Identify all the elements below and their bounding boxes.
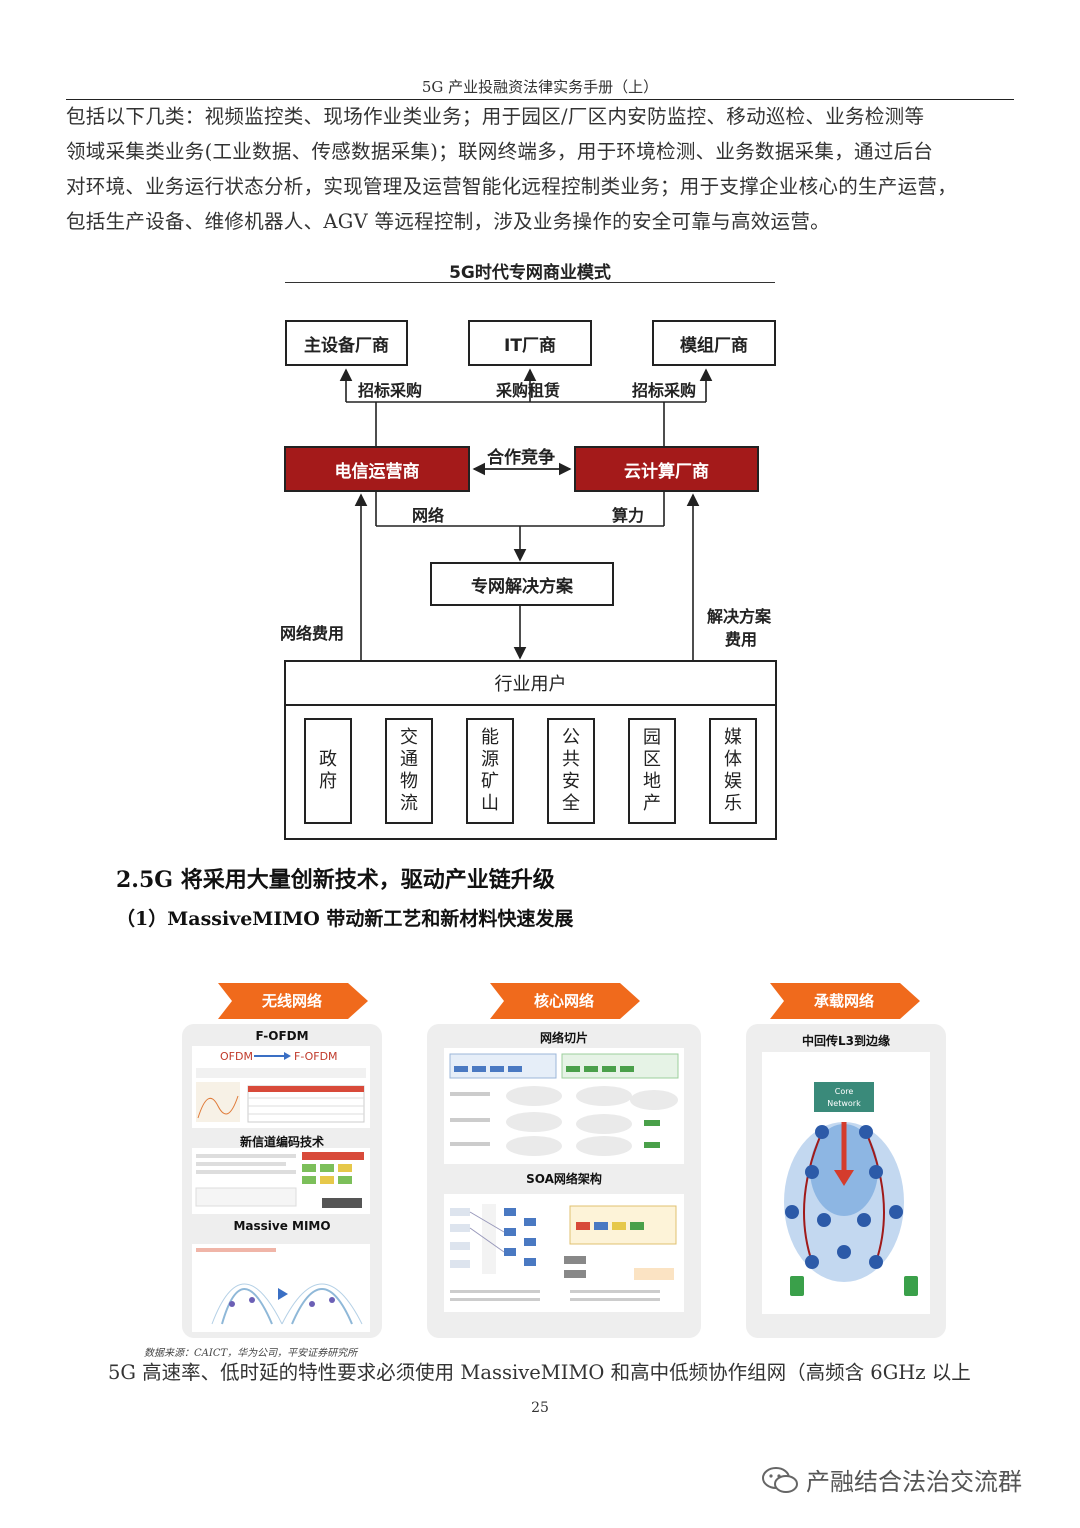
industry-label: 交通物流 bbox=[400, 727, 418, 814]
diagram-connectors bbox=[339, 368, 713, 660]
panel-bearer-title: 中回传L3到边缘 bbox=[802, 1034, 890, 1048]
industry-label: 园区地产 bbox=[643, 727, 661, 814]
network-fee-label: 网络费用 bbox=[280, 624, 345, 643]
vendor-box-main-equipment: 主设备厂商 bbox=[285, 320, 408, 366]
intro-line: 领域采集类业务(工业数据、传感数据采集)；联网终端多，用于环境检测、业务数据采集… bbox=[66, 140, 934, 163]
diagram-title: 5G时代专网商业模式 bbox=[449, 263, 611, 283]
banner-wireless: 无线网络 bbox=[261, 991, 322, 1010]
subsection-heading: （1）MassiveMIMO 带动新工艺和新材料快速发展 bbox=[116, 908, 574, 930]
svg-text:Core: Core bbox=[835, 1087, 854, 1096]
link-label-bidding-2: 招标采购 bbox=[632, 381, 697, 400]
mimo-thumbnail bbox=[192, 1244, 370, 1332]
intro-line: 包括以下几类：视频监控类、现场作业类业务；用于园区/厂区内安防监控、移动巡检、业… bbox=[66, 105, 925, 128]
fofdm-thumbnail: OFDM F-OFDM bbox=[192, 1046, 370, 1128]
industry-transport-logistics: 交通物流 bbox=[385, 718, 433, 824]
body-continuation-line: 5G 高速率、低时延的特性要求必须使用 MassiveMIMO 和高中低频协作组… bbox=[108, 1361, 971, 1384]
compute-label: 算力 bbox=[612, 506, 645, 525]
coop-competition-label: 合作竞争 bbox=[487, 448, 555, 468]
intro-line: 对环境、业务运行状态分析，实现管理及运营智能化远程控制类业务；用于支撑企业核心的… bbox=[66, 175, 958, 198]
banner-core: 核心网络 bbox=[533, 991, 594, 1010]
cloud-vendor-box: 云计算厂商 bbox=[574, 446, 759, 492]
link-label-leasing: 采购租赁 bbox=[496, 381, 561, 400]
fofdm-label: F-OFDM bbox=[294, 1050, 338, 1063]
section-heading: 2.5G 将采用大量创新技术，驱动产业链升级 bbox=[116, 867, 555, 893]
soa-thumbnail bbox=[444, 1194, 684, 1312]
panel-wireless-title-fofdm: F-OFDM bbox=[255, 1029, 309, 1043]
slicing-thumbnail bbox=[444, 1048, 684, 1164]
industry-government: 政府 bbox=[304, 718, 352, 824]
solution-fee-label-line1: 解决方案 bbox=[707, 607, 772, 626]
vendor-box-it: IT厂商 bbox=[468, 320, 592, 366]
industry-label: 媒体娱乐 bbox=[724, 727, 742, 814]
intro-paragraph: 包括以下几类：视频监控类、现场作业类业务；用于园区/厂区内安防监控、移动巡检、业… bbox=[66, 99, 1016, 239]
industry-energy-mining: 能源矿山 bbox=[466, 718, 514, 824]
industry-public-safety: 公共安全 bbox=[547, 718, 595, 824]
private-network-solution-box: 专网解决方案 bbox=[430, 562, 614, 606]
industry-users-box: 行业用户 bbox=[284, 660, 777, 706]
banner-wireless-shape bbox=[218, 983, 368, 1019]
wechat-group-label: 产融结合法治交流群 bbox=[760, 1462, 1022, 1497]
industry-label: 公共安全 bbox=[562, 727, 580, 814]
industry-media-entertainment: 媒体娱乐 bbox=[709, 718, 757, 824]
panel-wireless-title-mimo: Massive MIMO bbox=[233, 1219, 331, 1233]
banner-bearer-shape bbox=[770, 983, 920, 1019]
solution-fee-label-line2: 费用 bbox=[725, 630, 758, 649]
source-note: 数据来源：CAICT，华为公司，平安证券研究所 bbox=[144, 1348, 358, 1359]
ofdm-label: OFDM bbox=[220, 1050, 253, 1063]
intro-line: 包括生产设备、维修机器人、AGV 等远程控制，涉及业务操作的安全可靠与高效运营。 bbox=[66, 210, 830, 233]
svg-text:Network: Network bbox=[827, 1099, 861, 1108]
link-label-bidding-1: 招标采购 bbox=[358, 381, 423, 400]
network-label: 网络 bbox=[412, 506, 445, 525]
page-number: 25 bbox=[531, 1400, 549, 1416]
industry-list-frame bbox=[284, 704, 777, 840]
banner-bearer: 承载网络 bbox=[813, 991, 874, 1010]
vendor-box-module: 模组厂商 bbox=[652, 320, 776, 366]
banner-core-shape bbox=[490, 983, 640, 1019]
wechat-icon bbox=[762, 1466, 798, 1493]
industry-label: 政府 bbox=[319, 749, 337, 792]
header-rule bbox=[66, 99, 1014, 100]
industry-park-realestate: 园区地产 bbox=[628, 718, 676, 824]
telecom-operator-box: 电信运营商 bbox=[284, 446, 470, 492]
bearer-thumbnail: Core Network bbox=[762, 1052, 930, 1314]
coding-thumbnail bbox=[192, 1148, 370, 1214]
industry-label: 能源矿山 bbox=[481, 727, 499, 814]
panel-wireless-title-coding: 新信道编码技术 bbox=[239, 1135, 324, 1149]
diagram-title-rule bbox=[285, 282, 775, 283]
panel-core-title-slicing: 网络切片 bbox=[539, 1031, 588, 1045]
page-header-title: 5G 产业投融资法律实务手册（上） bbox=[421, 78, 659, 96]
wechat-group-name: 产融结合法治交流群 bbox=[806, 1468, 1022, 1496]
panel-core-title-soa: SOA网络架构 bbox=[526, 1172, 602, 1186]
